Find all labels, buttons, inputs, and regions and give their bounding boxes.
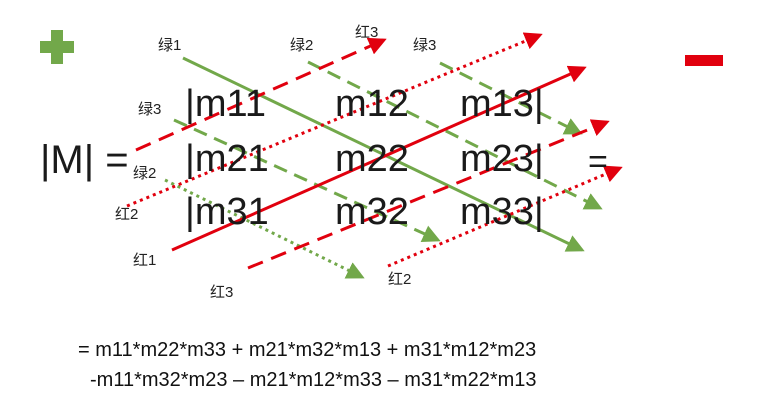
element-m22: m22	[335, 138, 409, 180]
element-m21: |m21	[185, 138, 269, 180]
equals-sign: =	[588, 143, 608, 181]
element-m31: |m31	[185, 191, 269, 233]
label-red3-top: 红3	[355, 24, 379, 41]
red-diagonal-1	[171, 65, 587, 252]
element-m32: m32	[335, 191, 409, 233]
minus-icon	[685, 55, 723, 66]
label-red2-left: 红2	[115, 206, 139, 223]
red-diagonal-3-top	[135, 37, 387, 152]
green-diagonal-3-top	[439, 61, 583, 135]
element-m23: m23|	[460, 138, 544, 180]
green-diagonal-1	[182, 56, 585, 252]
green-diagonal-3-left	[173, 118, 441, 242]
red-diagonal-3-bottom	[247, 119, 610, 270]
green-diagonal-2-top	[307, 60, 603, 210]
element-m13: m13|	[460, 83, 544, 125]
label-red2-bottom: 红2	[388, 271, 412, 288]
label-green1: 绿1	[158, 37, 182, 54]
label-green2-top: 绿2	[290, 37, 314, 54]
formula-line-1: = m11*m22*m33 + m21*m32*m13 + m31*m12*m2…	[78, 339, 537, 361]
green-diagonal-2-left	[164, 178, 365, 279]
label-green2-left: 绿2	[133, 165, 157, 182]
label-red1: 红1	[133, 252, 157, 269]
element-m11: |m11	[185, 83, 266, 125]
label-red3-bottom: 红3	[210, 284, 234, 301]
red-diagonal-2-left	[126, 32, 543, 208]
formula-line-2: -m11*m32*m23 – m21*m12*m33 – m31*m22*m13	[90, 369, 537, 391]
determinant-label: |M| =	[40, 138, 129, 182]
label-green3-left: 绿3	[138, 101, 162, 118]
label-green3-top: 绿3	[413, 37, 437, 54]
element-m12: m12	[335, 83, 409, 125]
element-m33: m33|	[460, 191, 544, 233]
plus-icon	[40, 30, 74, 64]
